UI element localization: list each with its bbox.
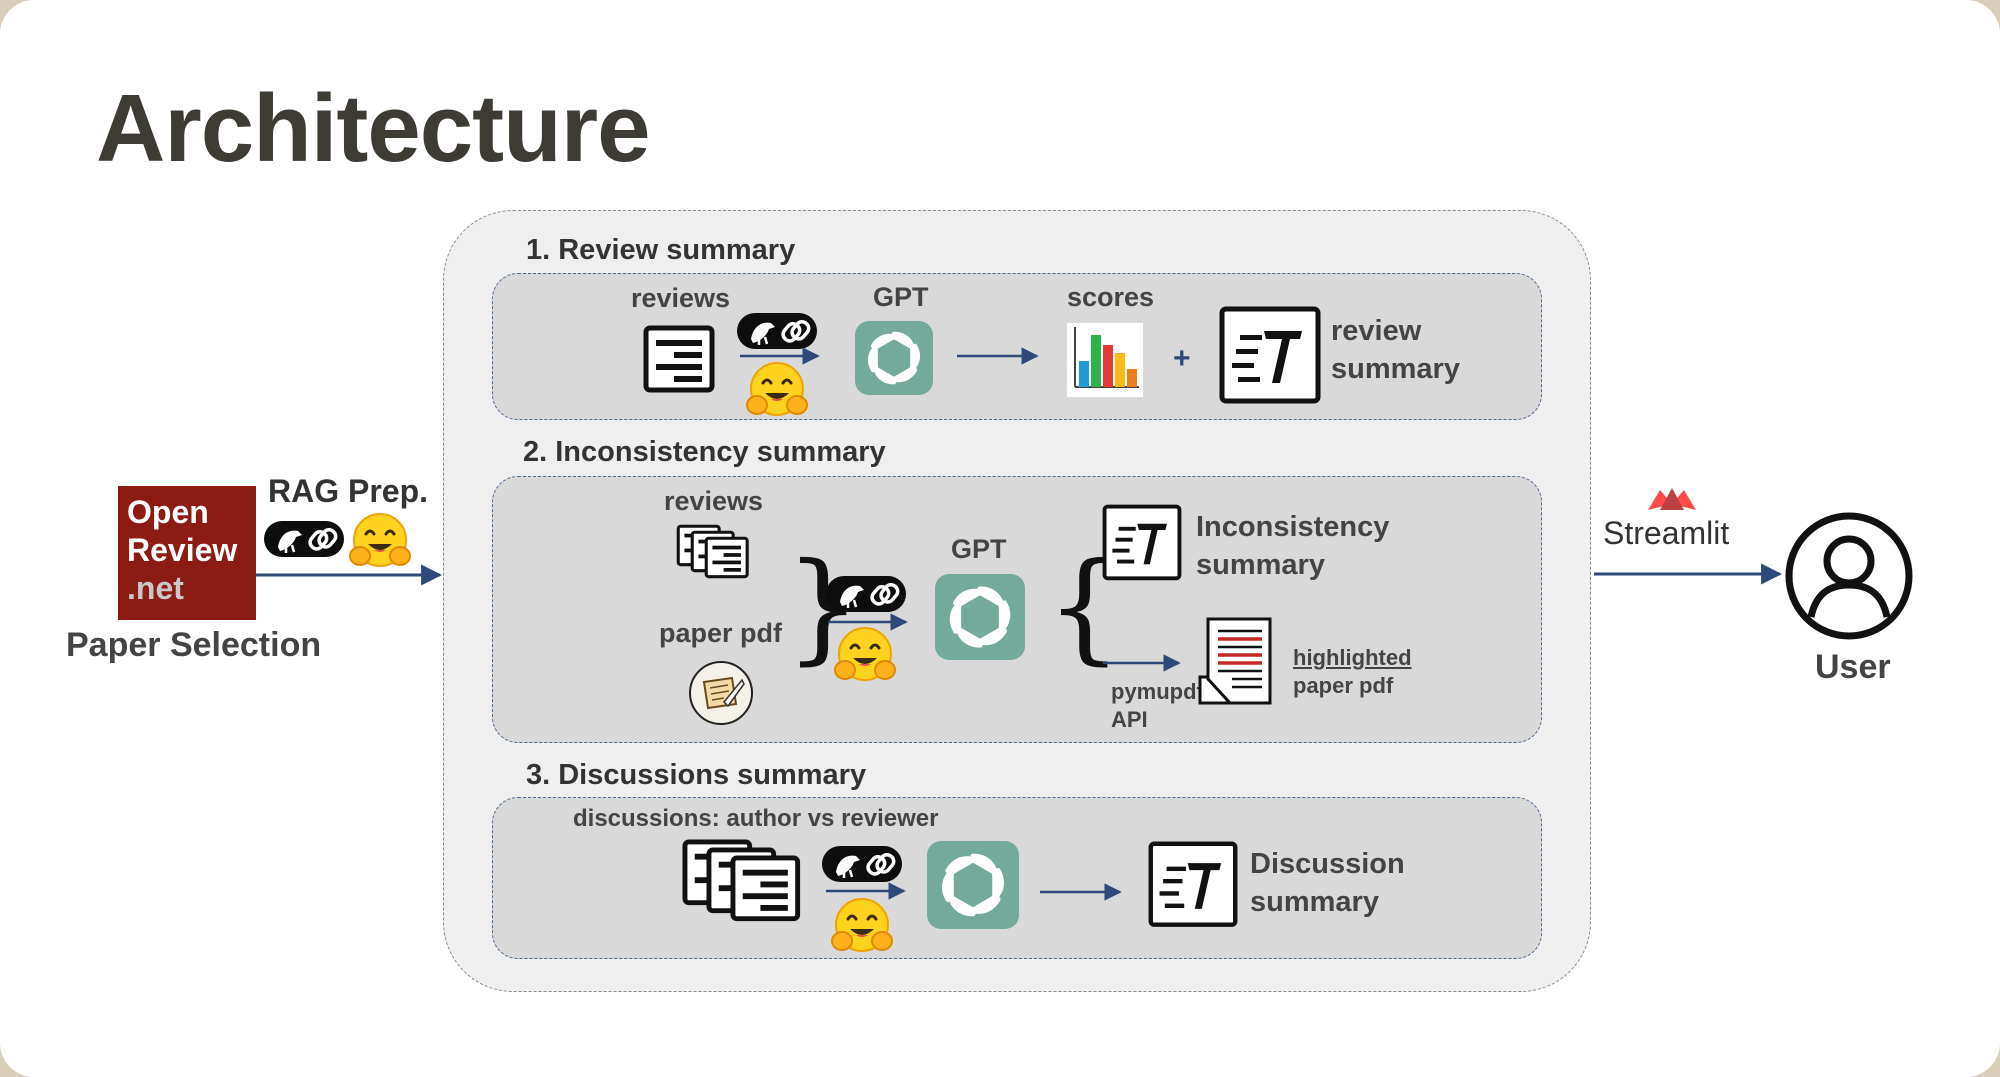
documents-stack-icon [683,840,813,936]
section-3-title: 3. Discussions summary [526,759,867,791]
bar-chart-icon [1067,323,1143,397]
huggingface-icon [833,626,897,682]
openreview-logo: Open Review .net [118,486,256,620]
paper-selection-caption: Paper Selection [66,626,322,664]
section-1-model-label: GPT [873,282,929,312]
arrow [826,882,906,900]
arrow [828,613,908,631]
section-3-input-label: discussions: author vs reviewer [573,805,939,832]
streamlit-label: Streamlit [1603,515,1730,551]
arrow-to-user [1594,563,1783,585]
chatgpt-icon [927,841,1019,929]
section-2-tool-label-1: pymupdf [1111,679,1204,704]
user-label: User [1815,648,1891,686]
summary-icon [1220,307,1320,403]
arrow-to-pipeline [256,564,443,586]
arrow [740,347,820,365]
section-2-output-label-1: Inconsistency [1196,511,1390,543]
section-3-output-label-2: summary [1250,886,1379,918]
section-2-tool-label-2: API [1111,707,1148,732]
rag-prep-label: RAG Prep. [268,473,429,509]
section-2-input-label: reviews [664,486,764,516]
openreview-logo-line3: .net [127,570,184,606]
langchain-icon [735,311,819,351]
arrow [1103,654,1181,672]
section-2-input2-label: paper pdf [659,618,783,648]
openreview-logo-line2: Review [127,532,238,568]
chatgpt-icon [855,321,933,395]
section-2-model-label: GPT [951,534,1007,564]
section-1-input-label: reviews [631,283,731,313]
huggingface-icon [830,897,894,953]
section-1-output-label-2: summary [1331,353,1460,385]
huggingface-icon [745,361,809,417]
section-2-pdf-label-2: paper pdf [1293,673,1394,698]
section-1-output-label-1: review [1331,315,1422,347]
langchain-icon [820,844,904,884]
section-1-title: 1. Review summary [526,234,796,266]
chatgpt-icon [935,574,1025,660]
page-title: Architecture [96,75,650,182]
arrow [957,347,1039,365]
arrow [1040,883,1122,901]
paper-scroll-icon [689,661,753,725]
highlighted-pdf-icon [1198,617,1272,705]
section-2-title: 2. Inconsistency summary [523,436,886,468]
summary-icon [1102,504,1182,581]
summary-icon [1149,842,1237,926]
documents-stack-icon [676,524,749,579]
document-icon [644,326,716,394]
openreview-logo-line1: Open [127,494,209,530]
huggingface-icon [348,512,412,568]
user-icon [1785,512,1913,640]
section-1-scores-label: scores [1067,282,1155,312]
plus-sign: + [1173,342,1191,375]
section-3-output-label-1: Discussion [1250,848,1405,880]
streamlit-icon [1648,488,1696,510]
langchain-icon [824,574,908,614]
langchain-icon [262,519,346,559]
section-2-pdf-label-1: highlighted [1293,645,1412,670]
section-2-output-label-2: summary [1196,549,1325,581]
